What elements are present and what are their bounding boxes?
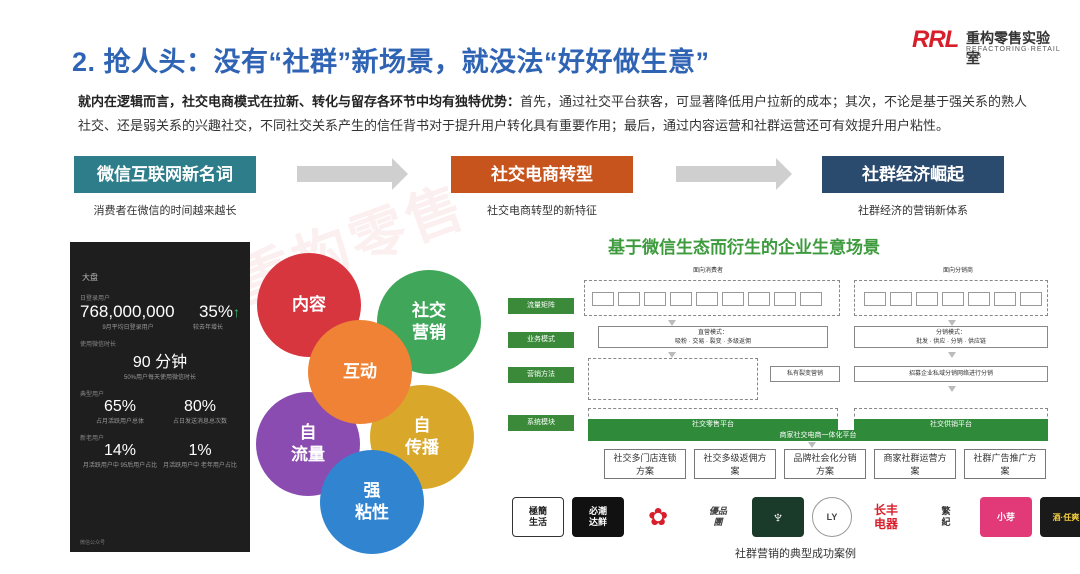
solution-multi-level: 社交多级返佣方 案: [694, 449, 776, 479]
stats-footer: 微信公众号: [80, 540, 106, 546]
label-traffic-matrix: 流量矩阵: [508, 298, 574, 314]
pct-c-caption: 月活跃用户中 95后用户占比: [82, 463, 158, 469]
brand-logo-changfeng: 长丰 电器: [873, 503, 898, 531]
method-distribution-network: 招募企业私域分销网络进行分销: [854, 366, 1048, 382]
down-arrow-icon: [948, 352, 956, 358]
brand-logo-jiurenshuang: 酒·任爽: [1040, 497, 1080, 537]
stats-section-label: 典型用户: [80, 392, 105, 398]
circle-self-spread-label: 自 传播: [405, 416, 439, 457]
brand-logo-jijian: 極簡 生活: [512, 497, 564, 537]
label-marketing-method: 营销方法: [508, 367, 574, 383]
down-arrow-icon: [808, 442, 816, 448]
down-arrow-icon: [668, 320, 676, 326]
logo-cn: 重构零售实验室: [966, 30, 1050, 66]
flow-box-social-ecommerce: 社交电商转型: [451, 156, 633, 193]
method-private-fission: 私有裂变营销: [770, 366, 840, 382]
case-brand-logos: 極簡 生活 必潮 达鲜 ✿ 優品 團 ♆ LY 长丰 电器 繁 紀 小芽 酒·任…: [512, 497, 1080, 537]
traffic-grid: [592, 292, 822, 306]
brand-logo-youpin: 優品 團: [708, 506, 727, 527]
daily-users-value: 768,000,000: [80, 302, 175, 321]
logo-mark: RRL: [912, 26, 959, 53]
stats-section-label: 日登录用户: [80, 296, 111, 302]
brand-logo-fanji: 繁 紀: [941, 506, 951, 527]
method-cards: [588, 358, 758, 400]
circle-self-traffic-label: 自 流量: [291, 423, 325, 464]
down-arrow-icon: [948, 386, 956, 392]
brand-logo-green-mark: ♆: [752, 497, 804, 537]
minutes-value: 90 分钟: [132, 354, 188, 371]
down-arrow-icon: [668, 352, 676, 358]
daily-users-caption: 9月平均日登录用户: [102, 325, 154, 331]
top-left-heading: 面向消费者: [588, 266, 828, 278]
flow-arrow-icon: [676, 158, 792, 190]
solution-community-ads: 社群广告推广方 案: [964, 449, 1046, 479]
direct-mode-box: 直营模式： 吸粉 · 交易 · 裂变 · 多级返佣: [598, 326, 828, 348]
down-arrow-icon: [948, 320, 956, 326]
minutes-caption: 50%用户每天使用微信时长: [123, 375, 196, 381]
stats-section-label: 使用微信时长: [80, 342, 117, 348]
flow-sub-community-economy: 社群经济的营销新体系: [858, 205, 968, 217]
circle-strong-stickiness: 强 粘性: [320, 450, 424, 554]
stats-header: 大盘: [82, 273, 98, 282]
brand-logo: RRL 重构零售实验室 REFACTORING·RETAIL LAB: [912, 26, 1060, 66]
flow-box-community-economy: 社群经济崛起: [822, 156, 1004, 193]
pct-b-caption: 占日发送消息总次数: [172, 419, 227, 425]
solution-brand-distribution: 品牌社会化分销 方案: [784, 449, 866, 479]
flow-arrow-icon: [297, 158, 408, 190]
solution-community-ops: 商家社群运营方 案: [874, 449, 956, 479]
flow-sub-social-ecommerce: 社交电商转型的新特征: [487, 205, 597, 217]
pct-d-caption: 月活跃用户中 老年用户占比: [163, 463, 237, 469]
circle-social-marketing-label: 社交 营销: [412, 301, 446, 342]
pct-a-value: 65%: [103, 398, 137, 415]
label-system-module: 系统模块: [508, 415, 574, 431]
brand-logo-bichao: 必潮 达鲜: [572, 497, 624, 537]
pct-c-value: 14%: [103, 442, 137, 459]
integrated-platform: 商家社交电商一体化平台: [588, 430, 1048, 441]
circle-strong-stickiness-label: 强 粘性: [355, 481, 389, 522]
brand-logo-red-mark: ✿: [647, 503, 669, 531]
wechat-stats-screenshot: 大盘 日登录用户 768,000,000 35%↑ 9月平均日登录用户 较去年增…: [70, 242, 250, 552]
distribution-mode-box: 分销模式： 批发 · 供应 · 分销 · 供应链: [854, 326, 1048, 348]
flow-sub-wechat: 消费者在微信的时间越来越长: [93, 205, 237, 217]
pct-a-caption: 占月活跃用户总体: [95, 419, 144, 425]
business-scenario-diagram: 面向消费者 面向分销商 流量矩阵 业务模式 营销方法 系统模块 直营模式： 吸粉…: [508, 262, 1053, 490]
slide-title: 2. 抢人头：没有“社群”新场景，就没法“好好做生意”: [72, 47, 710, 77]
flow-box-wechat: 微信互联网新名词: [74, 156, 256, 193]
diagram-title: 基于微信生态而衍生的企业生意场景: [608, 238, 880, 257]
traffic-grid: [864, 292, 1042, 306]
social-retail-platform: 社交零售平台: [588, 419, 838, 430]
intro-paragraph: 就内在逻辑而言，社交电商模式在拉新、转化与留存各环节中均有独特优势：首先，通过社…: [78, 90, 1038, 138]
solution-multi-store: 社交多门店连锁 方案: [604, 449, 686, 479]
label-business-mode: 业务模式: [508, 332, 574, 348]
arrow-up-icon: ↑: [233, 304, 240, 320]
pct-d-value: 1%: [188, 442, 212, 459]
circle-interaction: 互动: [308, 320, 412, 424]
social-supply-platform: 社交供销平台: [854, 419, 1048, 430]
intro-body: 首先，通过社交平台获客，可显著降低用户拉新的成本；其次，不论是基于强关系的熟人社…: [78, 94, 1028, 133]
brand-logo-xiaoya: 小芽: [980, 497, 1032, 537]
top-right-heading: 面向分销商: [868, 266, 1048, 278]
brand-logo-ly: LY: [812, 497, 852, 537]
stats-section-label: 新老用户: [80, 436, 105, 442]
pct-b-value: 80%: [183, 398, 217, 415]
growth-value: 35%: [198, 302, 233, 321]
growth-caption: 较去年增长: [192, 325, 223, 331]
intro-lead: 就内在逻辑而言，社交电商模式在拉新、转化与留存各环节中均有独特优势：: [78, 94, 521, 109]
brand-logos-caption: 社群营销的典型成功案例: [735, 548, 856, 560]
logo-en: REFACTORING·RETAIL LAB: [966, 46, 1061, 60]
